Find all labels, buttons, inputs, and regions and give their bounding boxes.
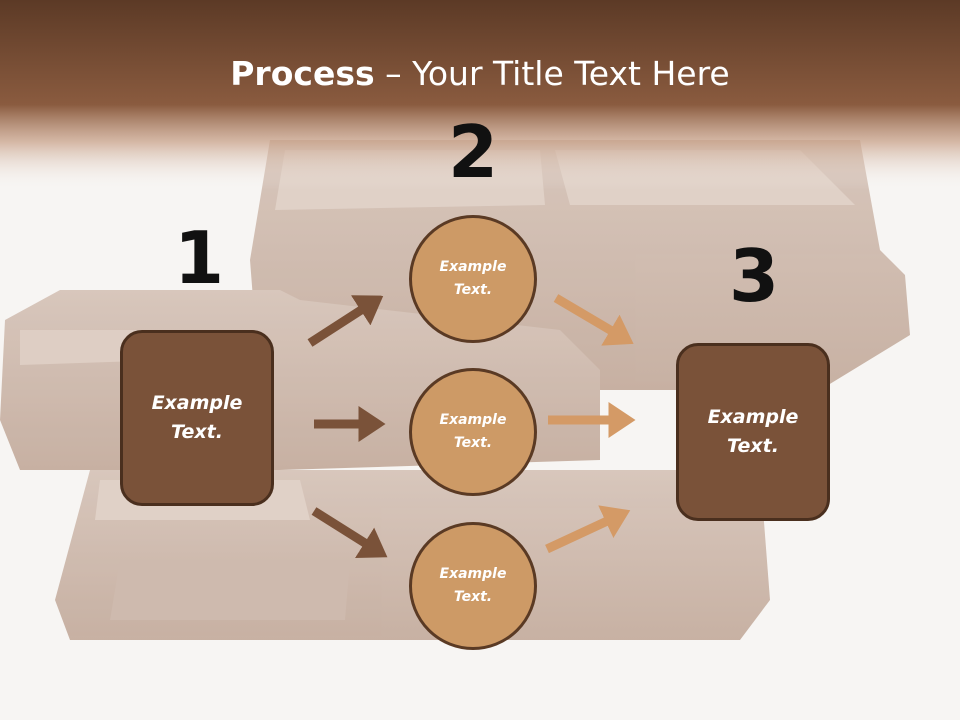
step-3-box: Example Text. <box>676 343 830 521</box>
circle-middle-text: Example Text. <box>439 412 507 451</box>
step-number-2: 2 <box>447 110 499 194</box>
title-rest: – Your Title Text Here <box>374 54 730 93</box>
arrow-1-to-circle-top <box>307 295 384 347</box>
slide-title: Process – Your Title Text Here <box>0 52 960 96</box>
arrow-circle-bottom-to-3 <box>545 505 631 554</box>
circle-middle: Example Text. <box>409 368 537 496</box>
step-number-1: 1 <box>173 216 225 300</box>
circle-bottom-text: Example Text. <box>439 566 507 605</box>
circle-top-text: Example Text. <box>439 259 507 298</box>
arrow-1-to-circle-bottom <box>311 507 388 559</box>
circle-bottom: Example Text. <box>409 522 537 650</box>
step-1-box: Example Text. <box>120 330 274 506</box>
circle-top: Example Text. <box>409 215 537 343</box>
arrow-circle-top-to-3 <box>553 294 634 346</box>
step-number-3: 3 <box>728 234 780 318</box>
step-1-text: Example Text. <box>151 392 243 443</box>
step-3-text: Example Text. <box>707 406 799 457</box>
title-bold: Process <box>230 54 375 93</box>
